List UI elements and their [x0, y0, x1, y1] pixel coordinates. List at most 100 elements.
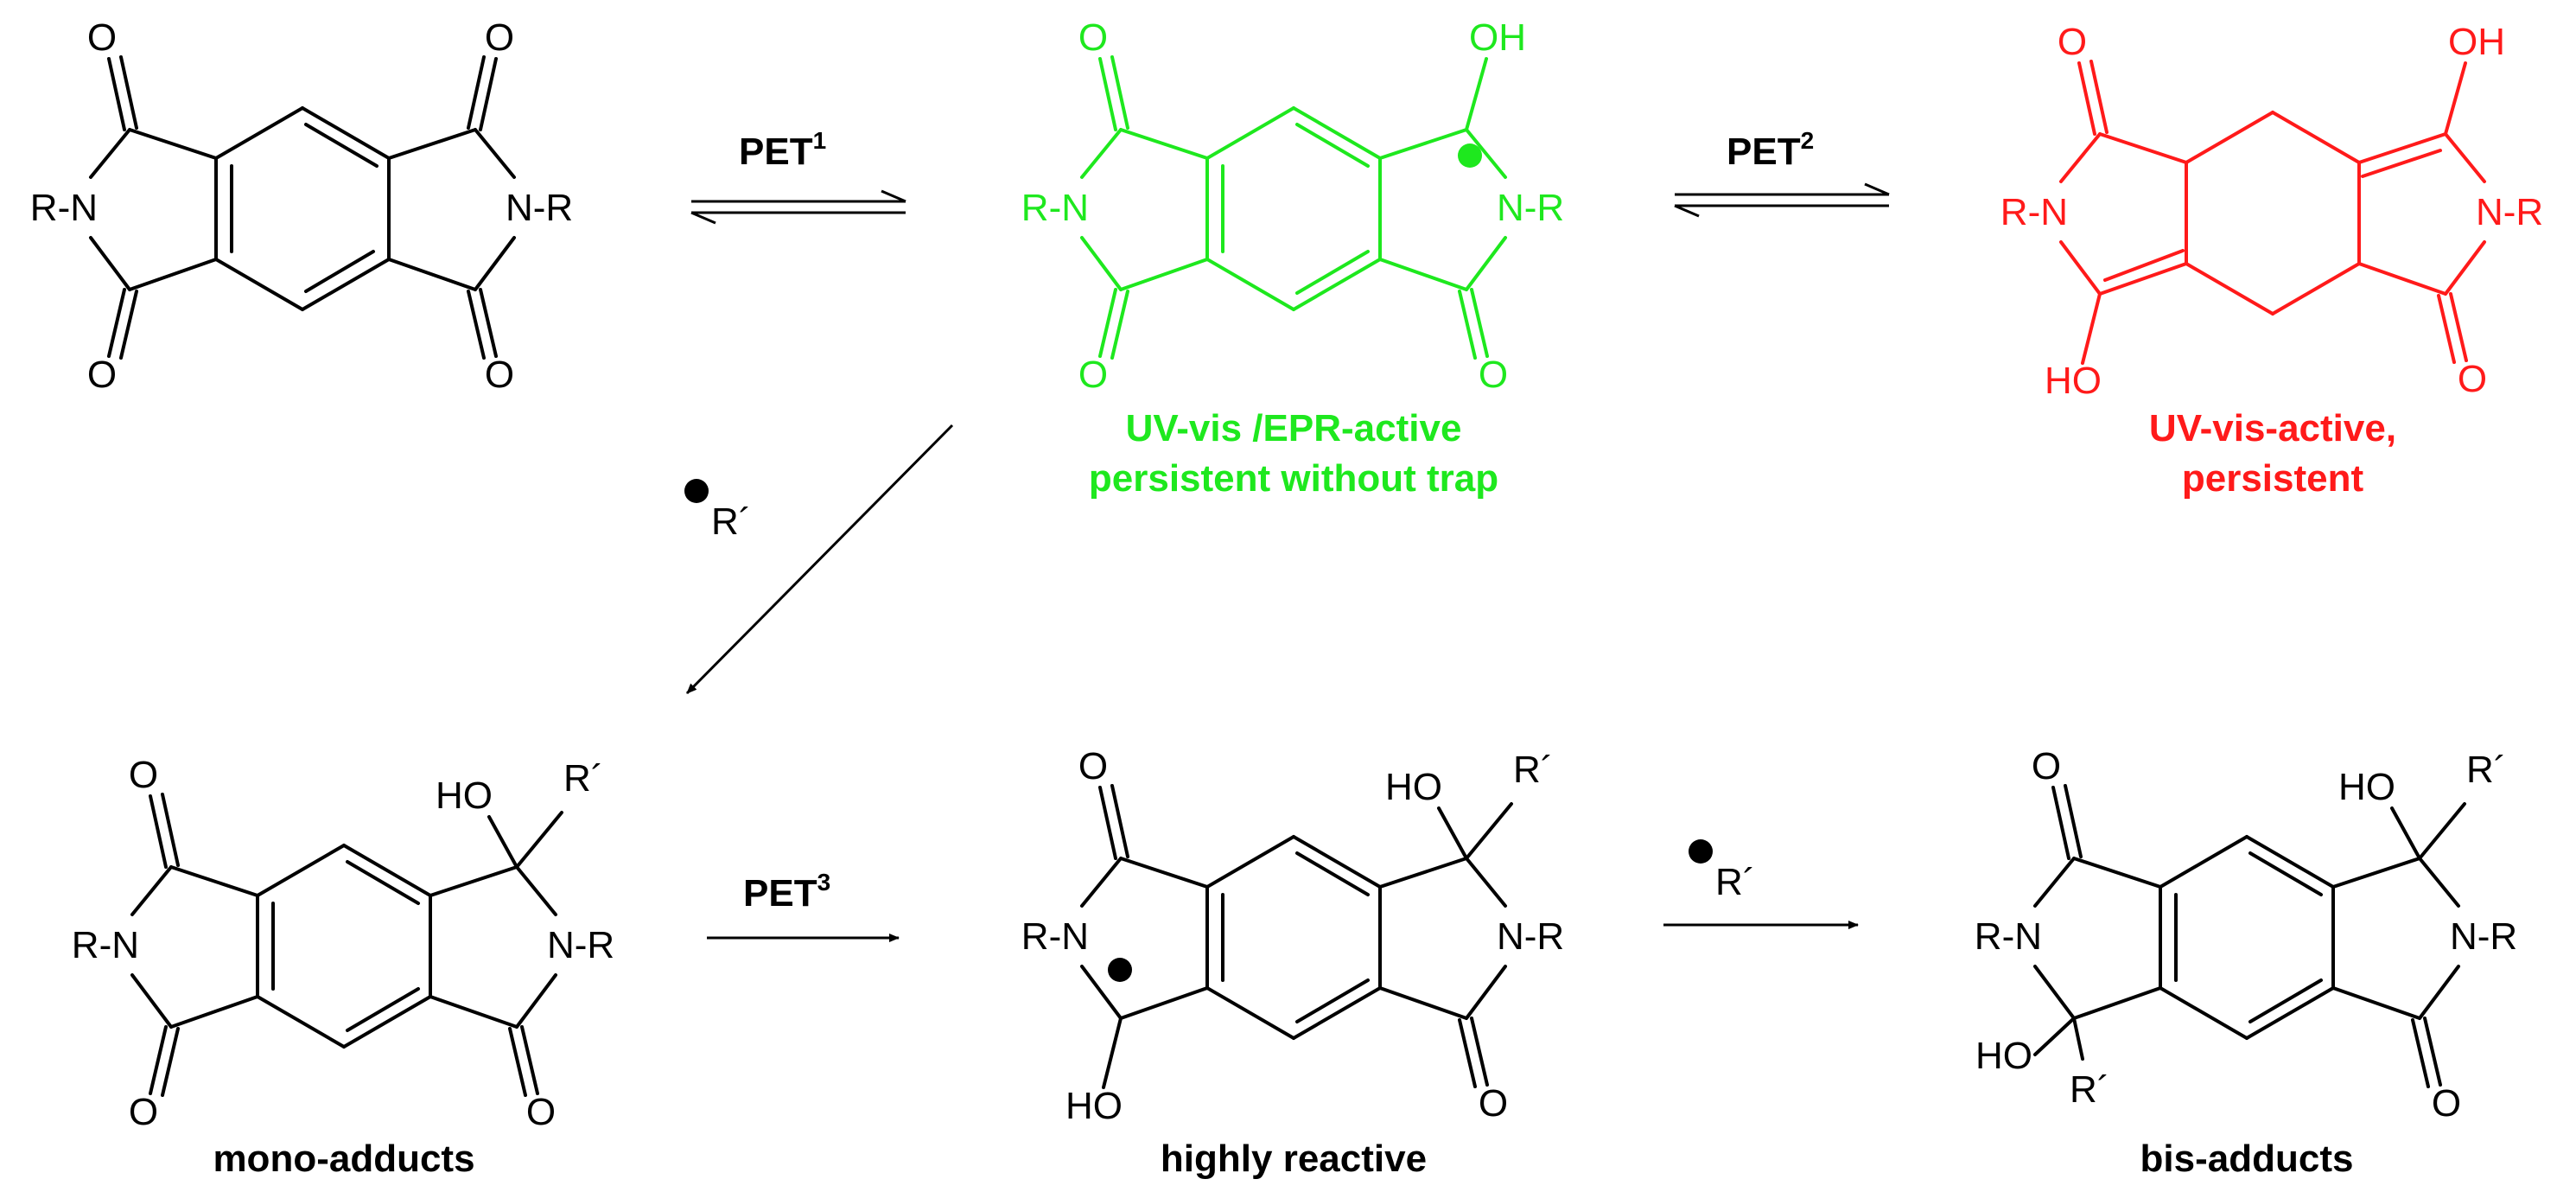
bond: [387, 128, 477, 160]
bond: [1465, 965, 1507, 1020]
bond-co: [1110, 55, 1129, 130]
bond: [169, 995, 259, 1029]
bond-inner: [304, 123, 378, 168]
bond-inner: [1295, 250, 1370, 295]
molecule-3-labels: O O OH HO R-N N-R: [2000, 21, 2543, 402]
radical-dot: [1458, 143, 1482, 168]
oxygen: O: [2032, 745, 2061, 787]
oxygen: O: [1078, 16, 1108, 59]
molecule-bis-adduct: [2033, 784, 2466, 1088]
oxygen: O: [1479, 1082, 1508, 1125]
bond: [1119, 986, 1209, 1020]
oxygen: O: [1078, 745, 1108, 787]
bond-co: [1470, 288, 1489, 358]
bond-co: [2437, 294, 2456, 364]
bond: [1205, 258, 1295, 311]
bond-c-oh: [2444, 61, 2467, 136]
caption-highly-reactive: highly reactive: [1161, 1138, 1427, 1180]
oxygen: O: [129, 754, 158, 796]
hydroxyl: HO: [1065, 1085, 1123, 1127]
bond: [2418, 965, 2460, 1020]
bond: [1292, 835, 1382, 889]
bond: [2072, 986, 2162, 1020]
oxygen: O: [526, 1091, 556, 1133]
bond: [515, 973, 557, 1029]
bond-co: [107, 288, 126, 358]
caption-line: persistent without trap: [1089, 457, 1498, 500]
bond: [2159, 986, 2248, 1040]
bond: [301, 258, 391, 311]
radical-dot: [1108, 958, 1132, 982]
molecule-5-labels: O O HO HO R´ R-N N-R: [1021, 745, 1564, 1127]
bond: [1205, 835, 1295, 889]
bond-co: [119, 290, 138, 360]
hydroxyl: HO: [1975, 1035, 2032, 1077]
hydroxyl: OH: [2448, 21, 2505, 63]
bond-c-oh: [1465, 57, 1488, 131]
bond-co: [2077, 61, 2096, 136]
radical-dot: [684, 479, 709, 503]
bond: [2271, 262, 2361, 316]
bond: [2059, 240, 2102, 296]
molecule-1-labels: O O O O R-N N-R: [30, 16, 573, 396]
bond: [2357, 132, 2447, 164]
hydroxyl: HO: [1385, 766, 1442, 808]
hydroxyl: OH: [1469, 16, 1526, 59]
bond-co: [2051, 786, 2070, 860]
bond-co: [149, 1025, 168, 1095]
molecule-6-labels: O O HO R´ HO R´ R-N N-R: [1975, 745, 2517, 1125]
bond: [2444, 132, 2486, 183]
pet2-label: PET2: [1727, 127, 1814, 173]
caption-bis-adducts: bis-adducts: [2140, 1138, 2354, 1180]
imide-nitrogen: N-R: [2476, 191, 2543, 233]
bond: [301, 106, 391, 160]
molecule-diimide: [89, 55, 516, 360]
bond: [128, 258, 218, 291]
bond-inner: [304, 250, 375, 293]
bond: [342, 995, 432, 1049]
bond: [214, 106, 304, 160]
molecule-reactive-radical: [1080, 784, 1513, 1089]
bond: [2185, 111, 2274, 164]
bond-co: [479, 57, 498, 131]
oxygen: O: [485, 16, 514, 59]
molecule-dianion: [2059, 60, 2486, 365]
bond: [1119, 258, 1209, 291]
bond-double: [2361, 149, 2442, 178]
alkyl-substituent: R´: [563, 757, 603, 800]
bond: [387, 258, 477, 291]
bond: [256, 995, 346, 1049]
bond-co: [1098, 288, 1117, 358]
bond: [89, 236, 131, 291]
bond: [2098, 132, 2188, 164]
bond-co: [1098, 57, 1117, 131]
bond-co: [119, 55, 138, 130]
bond: [2357, 262, 2447, 296]
bond: [1292, 258, 1382, 311]
bond-inner: [2248, 978, 2323, 1023]
hydroxyl: HO: [2045, 360, 2102, 402]
caption-dianion: UV-vis-active, persistent: [2149, 407, 2396, 500]
alkyl-substituent: R´: [1513, 749, 1553, 791]
bond-c-oh: [2081, 292, 2102, 365]
pet3-label: PET3: [743, 869, 830, 915]
imide-nitrogen: N-R: [547, 924, 614, 966]
bond: [130, 973, 173, 1029]
bond-co: [467, 290, 486, 360]
bond-c-r: [1465, 802, 1513, 860]
bond: [474, 128, 516, 179]
bond-co: [2411, 1018, 2430, 1088]
bond: [2245, 986, 2335, 1040]
bond-c-oh: [487, 815, 518, 869]
bond: [1465, 128, 1507, 179]
bond-co: [2064, 784, 2083, 858]
equilibrium-arrow-pet1: [690, 189, 906, 225]
bond: [1080, 857, 1123, 908]
bond: [2033, 857, 2076, 908]
radical-label: R´: [1715, 861, 1755, 903]
bond: [342, 844, 432, 897]
bond-co: [149, 794, 168, 869]
bond: [1465, 236, 1507, 291]
bond: [2418, 857, 2460, 908]
bond: [1465, 857, 1507, 908]
